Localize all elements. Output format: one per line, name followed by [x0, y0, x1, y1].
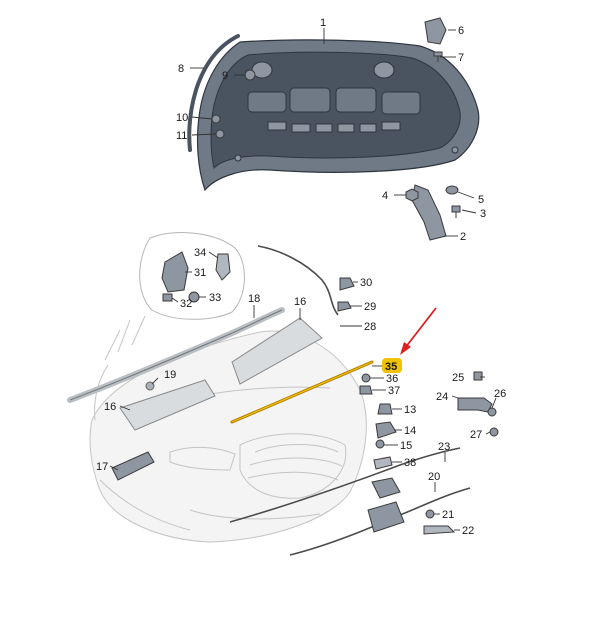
- label-11: 11: [176, 130, 187, 142]
- screw-21: [425, 509, 435, 519]
- latch-14: [375, 421, 397, 439]
- label-6: 6: [458, 25, 464, 37]
- label-19: 19: [164, 369, 176, 381]
- label-8: 8: [178, 63, 184, 75]
- label-3: 3: [480, 208, 486, 220]
- label-2: 2: [460, 231, 466, 243]
- nut-4: [405, 188, 419, 202]
- hood-seal-strip: [187, 34, 240, 152]
- highlight-arrow: [400, 307, 437, 355]
- bracket-31: [161, 251, 189, 293]
- car-front-ghost: [89, 315, 367, 543]
- plenum-panel-16: [119, 379, 216, 431]
- label-27: 27: [470, 429, 482, 441]
- label-29: 29: [364, 301, 376, 313]
- label-13: 13: [404, 404, 416, 416]
- label-9: 9: [222, 70, 228, 82]
- lock-mechanism: [371, 477, 401, 499]
- label-25: 25: [452, 372, 464, 384]
- clip-37: [359, 385, 373, 395]
- leader-lines: [109, 28, 497, 531]
- cable-23: [229, 447, 461, 523]
- screw-7: [433, 51, 443, 62]
- cable-28: [257, 245, 339, 316]
- label-18: 18: [248, 293, 260, 305]
- label-28: 28: [364, 321, 376, 333]
- grommet-9: [244, 69, 256, 81]
- bracket-17: [111, 451, 155, 481]
- bolt-32: [162, 293, 173, 302]
- label-33: 33: [209, 292, 221, 304]
- label-23: 23: [438, 441, 450, 453]
- bump-stop-6: [424, 17, 447, 45]
- label-10: 10: [176, 112, 188, 124]
- clip-30: [339, 277, 355, 291]
- label-32: 32: [180, 298, 192, 310]
- label-14: 14: [404, 425, 416, 437]
- label-24: 24: [436, 391, 448, 403]
- clip-29: [337, 301, 352, 312]
- screw-15: [375, 439, 385, 449]
- label-37: 37: [388, 385, 400, 397]
- label-5: 5: [478, 194, 484, 206]
- release-handle-24: [457, 397, 493, 413]
- cover-38: [373, 456, 393, 470]
- label-20: 20: [428, 471, 440, 483]
- label-15: 15: [400, 440, 412, 452]
- handle-22: [423, 525, 456, 535]
- label-17: 17: [96, 461, 108, 473]
- plenum-panel-16b: [231, 317, 323, 385]
- label-21: 21: [442, 509, 454, 521]
- label-26: 26: [494, 388, 506, 400]
- grommet-11: [215, 129, 225, 139]
- label-4: 4: [382, 190, 388, 202]
- label-16b: 16: [104, 401, 116, 413]
- inset-detail: [139, 232, 245, 320]
- lock-bracket: [367, 501, 405, 533]
- label-1: 1: [320, 17, 326, 29]
- bolt-3: [451, 205, 461, 218]
- label-30: 30: [360, 277, 372, 289]
- cable-clip-25: [473, 371, 483, 381]
- label-7: 7: [458, 52, 464, 64]
- label-34: 34: [194, 247, 206, 259]
- label-16a: 16: [294, 296, 306, 308]
- grommet-10: [211, 114, 221, 124]
- bumper-13: [377, 403, 393, 415]
- label-36: 36: [386, 373, 398, 385]
- label-22: 22: [462, 525, 474, 537]
- label-38: 38: [404, 457, 416, 469]
- screw-26: [487, 407, 497, 417]
- highlight-badge-35: [382, 358, 402, 373]
- label-31: 31: [194, 267, 206, 279]
- clip-34: [215, 253, 231, 281]
- screw-27: [489, 427, 499, 437]
- hood-panel: [196, 39, 480, 192]
- grommet-36: [361, 373, 371, 383]
- cap-5: [445, 185, 459, 195]
- hood-hinge-2: [411, 184, 447, 241]
- callout-labels: 1 6 7 8 9 10 11 4 5 3 2 34 31 32 33 18 1…: [96, 17, 506, 537]
- label-35: 35: [385, 361, 397, 373]
